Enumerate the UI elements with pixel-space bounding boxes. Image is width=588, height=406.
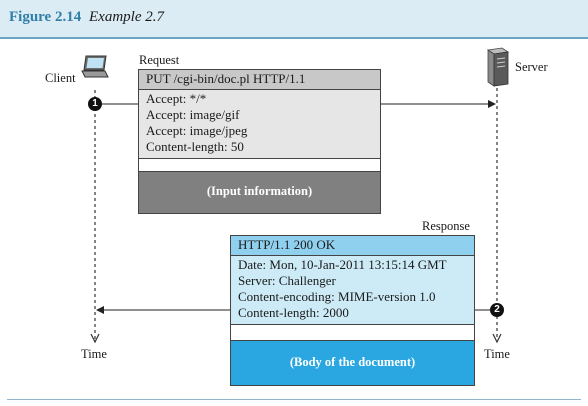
response-message: HTTP/1.1 200 OK Date: Mon, 10-Jan-2011 1… — [230, 235, 475, 386]
step-badge-2: 2 — [490, 303, 504, 317]
response-blank-line — [231, 325, 474, 341]
client-label: Client — [45, 71, 76, 85]
figure-title: Example 2.7 — [89, 9, 164, 25]
server-tower-icon — [486, 47, 510, 87]
request-line-text: PUT /cgi-bin/doc.pl HTTP/1.1 — [146, 71, 306, 86]
response-headers: Date: Mon, 10-Jan-2011 13:15:14 GMT Serv… — [231, 256, 474, 325]
time-label-client: Time — [81, 347, 107, 361]
time-label-server: Time — [484, 347, 510, 361]
request-header: Accept: image/gif — [146, 107, 240, 122]
response-label: Response — [422, 219, 470, 233]
request-blank-line — [139, 159, 380, 172]
server-timeline-arrowhead — [492, 333, 502, 344]
response-header: Content-encoding: MIME-version 1.0 — [238, 289, 436, 304]
request-header: Content-length: 50 — [146, 139, 244, 154]
status-line-text: HTTP/1.1 200 OK — [238, 237, 336, 252]
request-message: PUT /cgi-bin/doc.pl HTTP/1.1 Accept: */*… — [138, 69, 381, 214]
figure-header: Figure 2.14 Example 2.7 — [0, 0, 588, 39]
response-header: Server: Challenger — [238, 273, 336, 288]
request-body-text: (Input information) — [206, 184, 313, 198]
request-label: Request — [139, 53, 180, 67]
server-label: Server — [515, 60, 548, 74]
status-line: HTTP/1.1 200 OK — [231, 236, 474, 256]
request-headers: Accept: */* Accept: image/gif Accept: im… — [139, 90, 380, 159]
request-line: PUT /cgi-bin/doc.pl HTTP/1.1 — [139, 70, 380, 90]
request-header: Accept: */* — [146, 91, 207, 106]
request-body: (Input information) — [139, 172, 380, 213]
request-header: Accept: image/jpeg — [146, 123, 248, 138]
laptop-icon — [81, 55, 109, 78]
response-body: (Body of the document) — [231, 341, 474, 385]
client-timeline-arrowhead — [90, 333, 100, 344]
response-header: Date: Mon, 10-Jan-2011 13:15:14 GMT — [238, 257, 447, 272]
figure-number: Figure 2.14 — [9, 9, 82, 25]
footer-rule — [7, 399, 581, 400]
response-body-text: (Body of the document) — [289, 355, 416, 369]
response-header: Content-length: 2000 — [238, 305, 349, 320]
step-badge-1: 1 — [88, 97, 102, 111]
